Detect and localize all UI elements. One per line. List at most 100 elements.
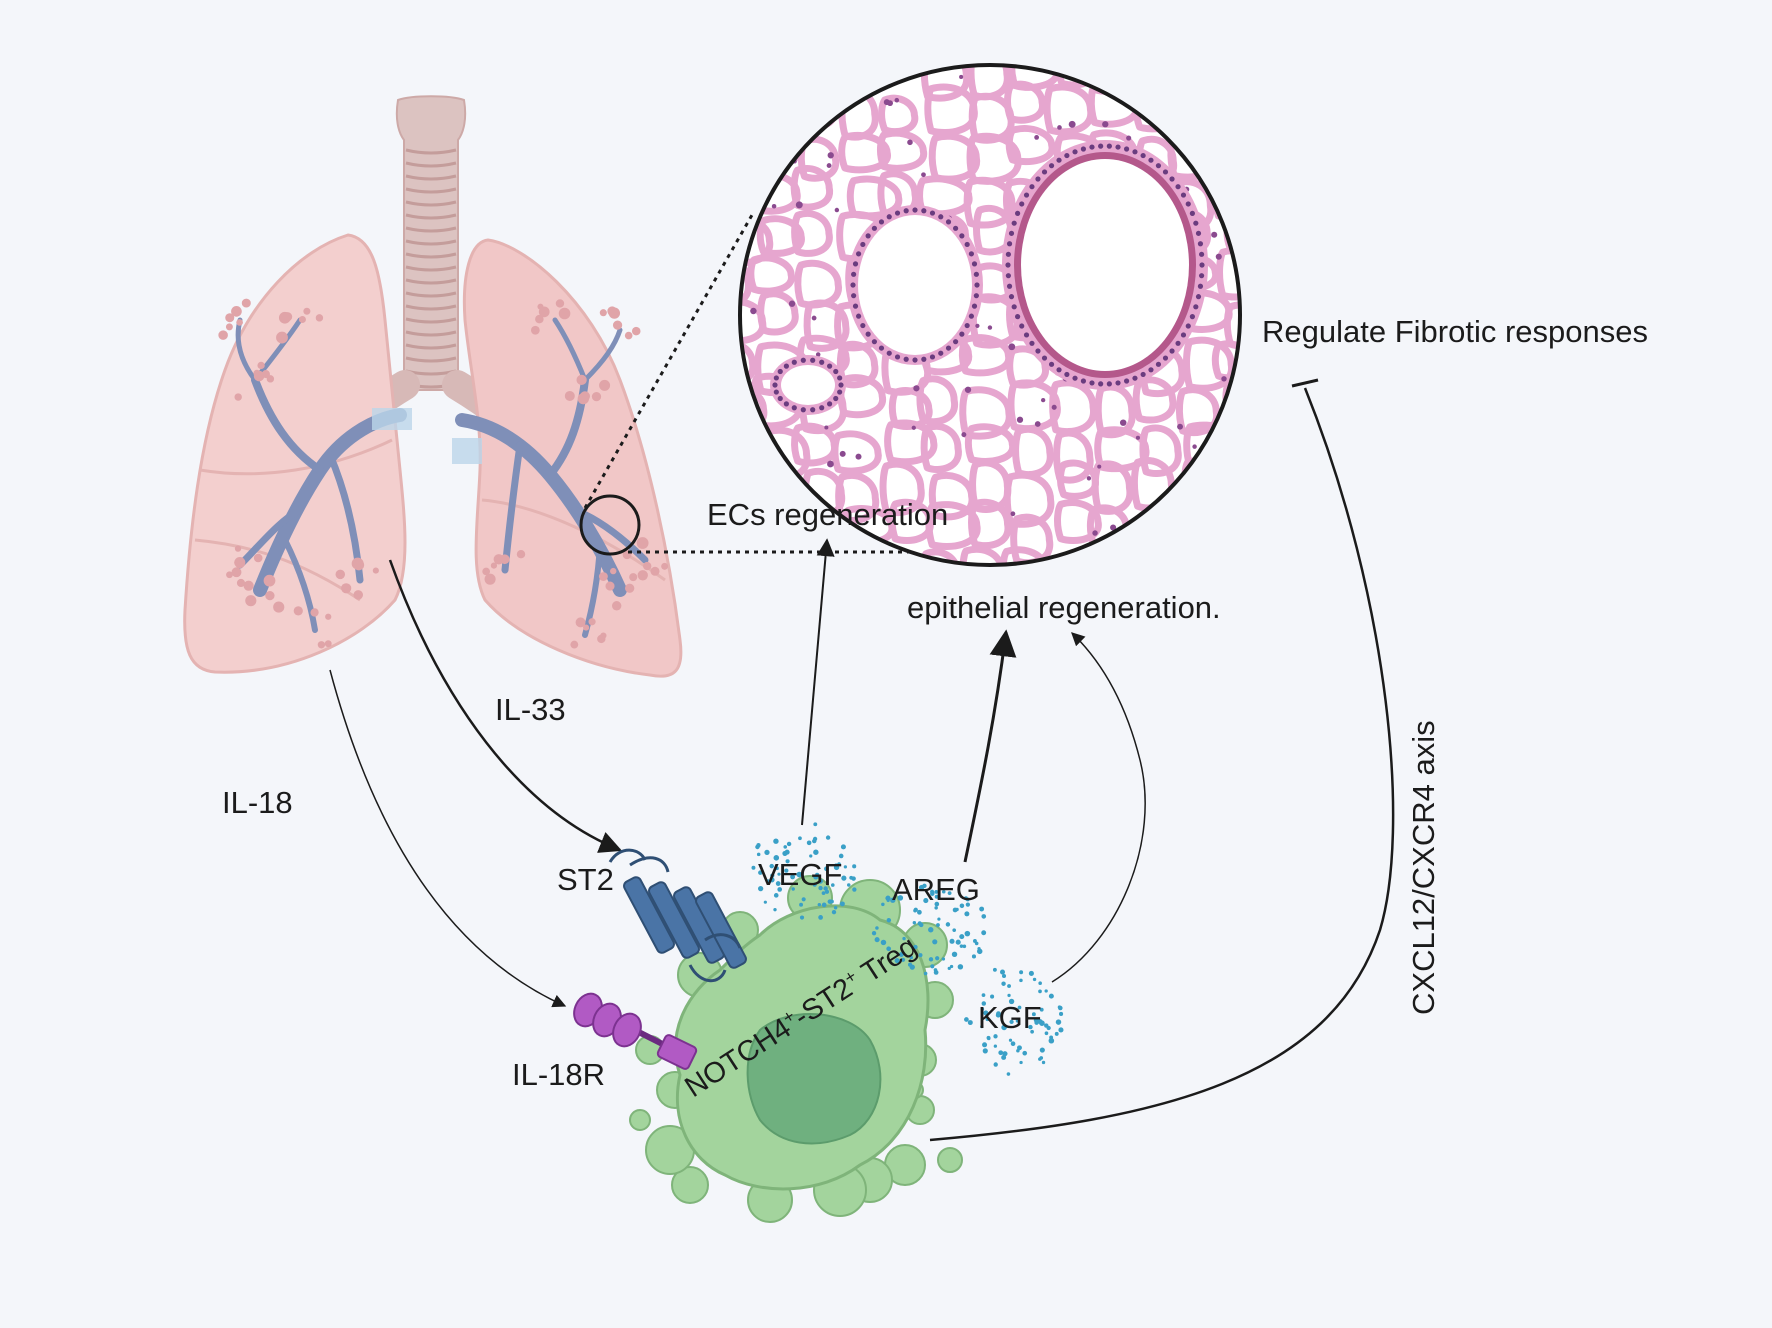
trachea-ring xyxy=(405,252,457,259)
alveolar-wall xyxy=(1043,83,1095,136)
secreted-dot xyxy=(751,865,756,870)
secreted-dot xyxy=(821,891,826,896)
secreted-dot xyxy=(798,836,802,841)
secreted-dot xyxy=(947,966,951,971)
secreted-dot xyxy=(784,849,790,855)
tissue-nucleus xyxy=(1034,421,1041,427)
vessel-nucleus xyxy=(1080,146,1087,152)
secreted-dot xyxy=(837,862,841,866)
epithelial-regeneration-label: epithelial regeneration. xyxy=(907,590,1221,625)
vessel-nucleus xyxy=(1189,314,1195,320)
vessel-nucleus xyxy=(945,345,952,351)
secreted-dot xyxy=(852,864,857,869)
secreted-dot xyxy=(949,938,955,944)
alveolus-dot xyxy=(650,566,660,576)
alveolus-dot xyxy=(605,581,615,591)
secreted-dot xyxy=(881,902,885,907)
secreted-dot xyxy=(1058,1027,1064,1033)
secreted-dot xyxy=(1031,1012,1036,1017)
secreted-dot xyxy=(941,889,946,894)
tissue-nucleus xyxy=(827,460,834,468)
vessel-nucleus xyxy=(1005,262,1011,268)
vessel-nucleus xyxy=(903,356,909,362)
vessel-nucleus xyxy=(1072,375,1078,381)
secreted-dot xyxy=(930,964,935,969)
secreted-dot xyxy=(1010,1041,1016,1047)
vessel-nucleus xyxy=(1098,381,1104,387)
secreted-dot xyxy=(1039,1020,1045,1026)
vessel-nucleus xyxy=(838,382,844,388)
vessel-nucleus xyxy=(1011,220,1017,226)
secreted-dot xyxy=(972,939,977,943)
alveolus-dot xyxy=(231,306,242,317)
secreted-dot xyxy=(840,844,846,850)
il18-arrow xyxy=(329,669,567,1008)
secreted-dot xyxy=(1019,978,1023,983)
vessel-nucleus xyxy=(1199,251,1205,257)
bronchus-highlight-right xyxy=(452,438,482,464)
tissue-nucleus xyxy=(961,432,967,438)
areg-label: AREG xyxy=(892,872,980,907)
alveolus-dot xyxy=(598,572,608,581)
alveolus-dot xyxy=(298,315,306,324)
alveolar-wall xyxy=(1091,460,1134,515)
vessel-nucleus xyxy=(1098,143,1104,149)
alveolar-wall xyxy=(836,340,879,389)
alveoli xyxy=(218,298,669,649)
vessel-nucleus xyxy=(1175,184,1181,190)
vessel-nucleus xyxy=(1005,251,1011,257)
secreted-dot xyxy=(847,883,851,887)
vessel-nucleus xyxy=(1106,143,1112,149)
trachea-ring xyxy=(405,278,457,285)
secreted-dot xyxy=(824,889,830,894)
secreted-dot xyxy=(1039,1056,1044,1060)
secreted-dot xyxy=(1030,1029,1034,1034)
secreted-dot xyxy=(965,902,971,907)
secreted-dot xyxy=(981,930,987,936)
secreted-dot xyxy=(901,957,906,962)
secreted-dot xyxy=(818,915,823,920)
secreted-dot xyxy=(934,901,940,907)
alveolar-wall xyxy=(879,460,925,517)
vessel-nucleus xyxy=(865,331,871,337)
secreted-dot xyxy=(979,906,985,912)
secreted-dot xyxy=(964,930,971,937)
secreted-dot xyxy=(930,889,935,894)
secreted-dot xyxy=(964,1017,969,1022)
alveolus-dot xyxy=(293,606,303,616)
alveolar-wall xyxy=(888,498,934,545)
secreted-dot xyxy=(821,902,827,908)
alveolus-dot xyxy=(353,559,365,571)
alveolus-dot xyxy=(303,307,311,315)
secreted-dot xyxy=(1007,984,1011,988)
vessel-nucleus xyxy=(974,282,980,288)
secreted-dot xyxy=(1055,1019,1062,1025)
secreted-dot xyxy=(812,838,817,844)
secreted-dot xyxy=(770,873,775,878)
tissue-nucleus xyxy=(1119,419,1127,426)
secreted-dot xyxy=(775,881,781,886)
vessel-nucleus xyxy=(1169,176,1175,182)
alveolus-dot xyxy=(325,613,332,620)
trachea-ring xyxy=(405,200,457,207)
tissue-nucleus xyxy=(1092,530,1098,536)
tissue-nucleus xyxy=(1008,343,1016,351)
vessel-nucleus xyxy=(1019,323,1025,329)
secreted-dot xyxy=(998,1050,1004,1056)
vessel-nucleus xyxy=(1169,348,1175,354)
alveolus-dot xyxy=(625,583,635,593)
bronchus-highlight-left xyxy=(372,408,412,430)
vessel-nucleus xyxy=(777,368,783,375)
cell-bleb xyxy=(629,1109,651,1131)
secreted-dot xyxy=(1038,989,1042,994)
secreted-dot xyxy=(831,883,835,887)
secreted-dot xyxy=(813,874,819,880)
vessel-nucleus xyxy=(894,354,901,360)
alveolus-dot xyxy=(599,309,607,317)
tissue-nucleus xyxy=(827,152,834,159)
tissue-nucleus xyxy=(1086,476,1092,481)
secreted-dot xyxy=(909,955,914,960)
st2-receptor-icon xyxy=(608,848,747,983)
vessel-nucleus xyxy=(1197,283,1204,289)
alveolus-dot xyxy=(490,562,498,569)
